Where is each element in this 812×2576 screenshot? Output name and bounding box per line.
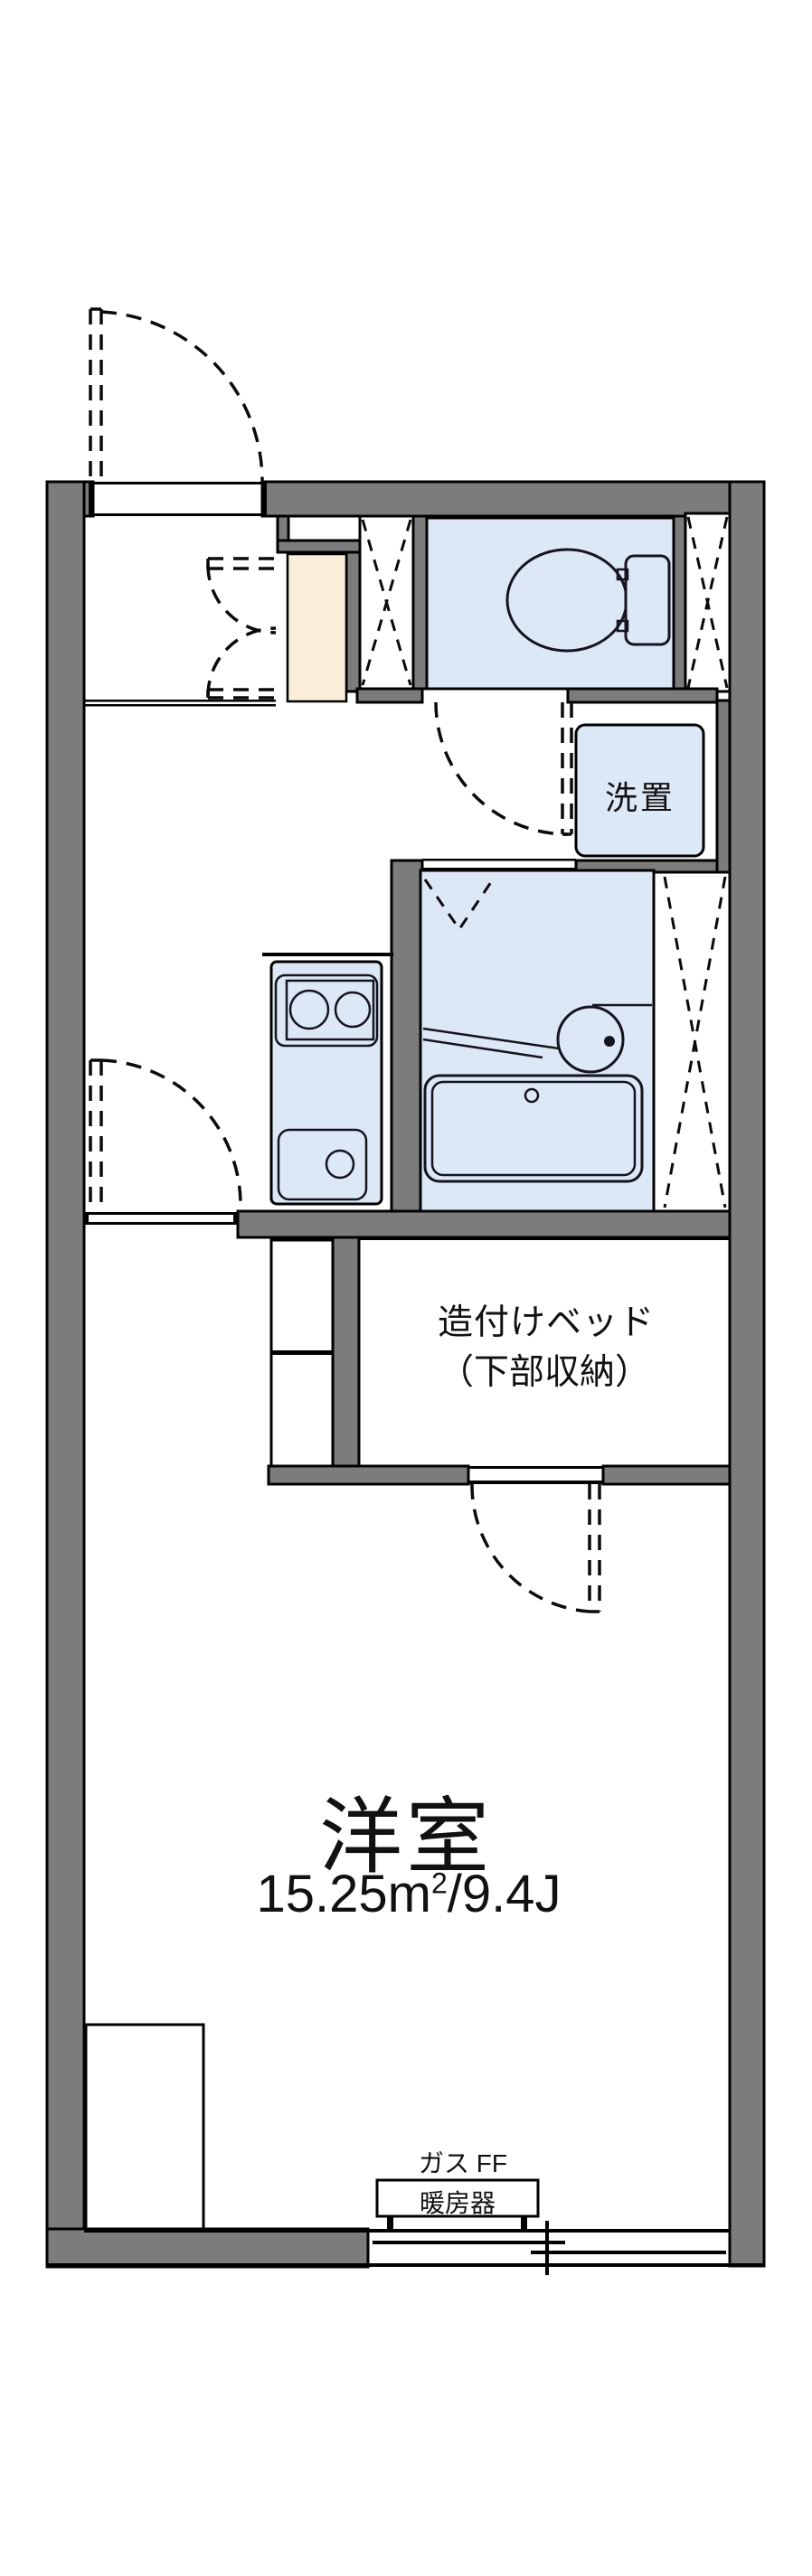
area-rest: /9.4J — [447, 1865, 562, 1923]
bed-area — [236, 1209, 732, 1613]
duct-space-right — [684, 512, 732, 693]
main-room-label: 洋室 — [318, 1791, 494, 1884]
basin-faucet — [604, 1036, 615, 1047]
bottom-window — [47, 2221, 764, 2275]
storage-shelf — [269, 1238, 335, 1471]
area-sup: 2 — [430, 1866, 448, 1900]
kitchen-unit — [269, 960, 383, 1206]
wash-basin — [556, 1005, 625, 1074]
outer-walls — [45, 480, 766, 2269]
built-in-bed-label: 造付けベッド — [437, 1303, 656, 1342]
gas-ff-label: ガス FF — [419, 2149, 507, 2177]
entrance-area — [84, 514, 424, 707]
washroom — [574, 699, 732, 874]
laundry-space-box — [574, 723, 705, 858]
bathtub — [423, 1074, 644, 1183]
stove — [274, 973, 379, 1048]
toilet-room — [425, 514, 719, 836]
counter-box — [84, 2023, 205, 2231]
kitchen-sink — [277, 1128, 368, 1201]
heater-box — [375, 2178, 540, 2218]
shoe-cabinet — [286, 552, 348, 703]
area-value: 15.25m — [256, 1865, 431, 1923]
main-room — [47, 2023, 764, 2275]
heater-label: 暖房器 — [419, 2189, 496, 2217]
toilet — [505, 548, 671, 653]
duct-hatch-bath — [663, 876, 727, 1208]
hall-door-swing — [84, 1058, 242, 1225]
laundry-label: 洗置 — [604, 779, 676, 816]
kitchen — [262, 953, 393, 1206]
bathroom — [390, 859, 727, 1215]
main-room-area-label: 15.25m2/9.4J — [256, 1864, 561, 1924]
duct-space-left — [358, 514, 429, 691]
entrance-door-swing — [89, 307, 264, 483]
under-bed-storage-label: （下部収納） — [438, 1353, 651, 1392]
